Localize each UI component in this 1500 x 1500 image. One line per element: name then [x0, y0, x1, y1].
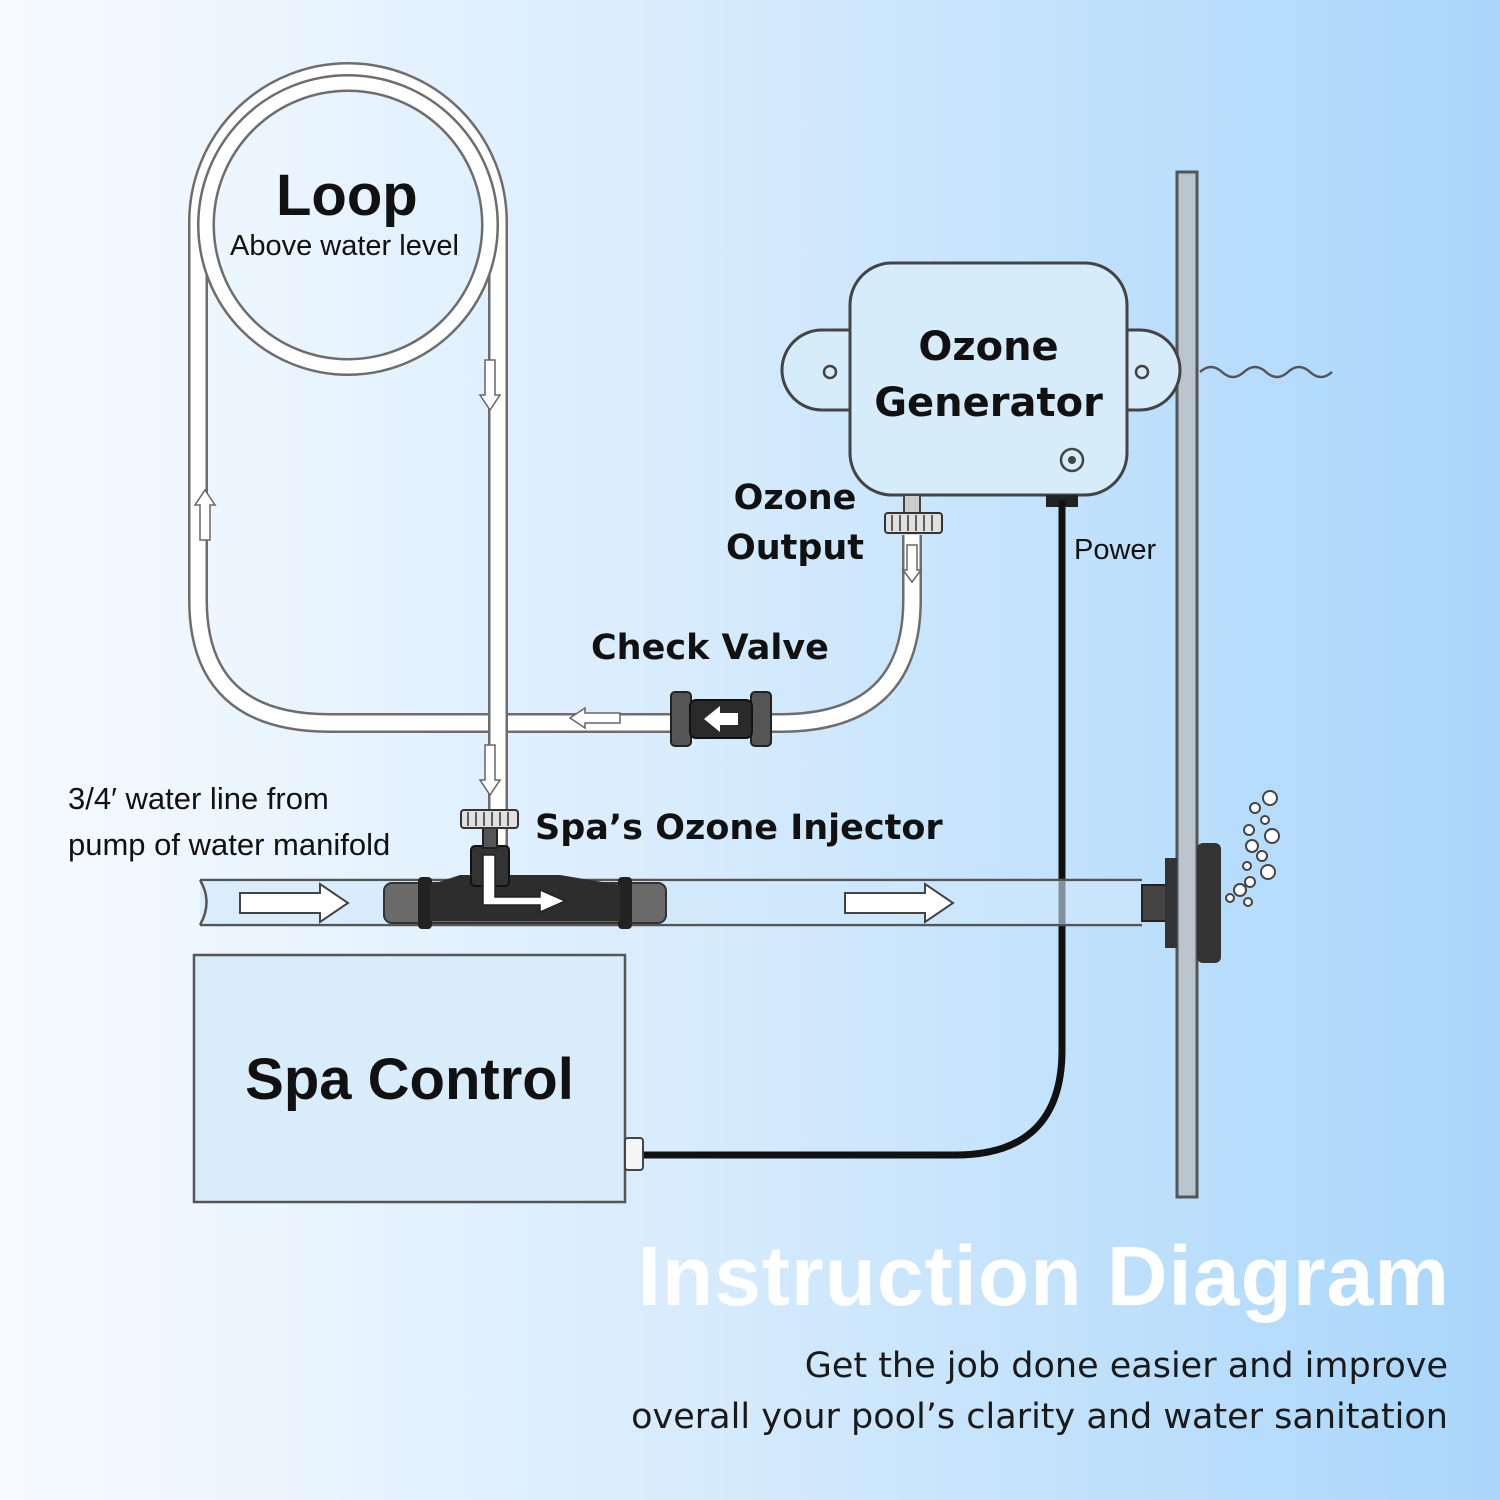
spa-control-box	[192, 953, 644, 1204]
water-line-label-line2: pump of water manifold	[68, 827, 391, 862]
loop-subtitle: Above water level	[230, 230, 459, 262]
loop-flow-arrows	[193, 359, 621, 797]
power-label: Power	[1074, 534, 1157, 566]
wall-fitting	[1141, 843, 1221, 963]
ozone-output-label-line1: Ozone	[733, 478, 857, 518]
subtitle-line2: overall your pool’s clarity and water sa…	[631, 1397, 1448, 1437]
spa-wall	[1175, 170, 1199, 1199]
check-valve-label: Check Valve	[591, 628, 829, 668]
ozone-injector	[383, 809, 667, 929]
bubbles	[1225, 790, 1280, 907]
output-tube	[770, 535, 923, 733]
ozone-generator-label-line2: Generator	[874, 380, 1103, 426]
water-line	[198, 878, 1142, 927]
ozone-generator	[780, 261, 1182, 534]
check-valve	[670, 691, 772, 747]
ozone-generator-label-line1: Ozone	[918, 324, 1059, 370]
loop-tube	[188, 62, 672, 858]
spa-control-label: Spa Control	[245, 1047, 574, 1112]
loop-title: Loop	[276, 163, 418, 228]
injector-label: Spa’s Ozone Injector	[535, 808, 943, 848]
instruction-diagram-title: Instruction Diagram	[637, 1229, 1450, 1323]
subtitle-line1: Get the job done easier and improve	[804, 1346, 1448, 1386]
ozone-output-label-line2: Output	[725, 528, 865, 568]
power-cable	[640, 500, 1066, 1159]
water-line-label-line1: 3/4′ water line from	[68, 781, 329, 816]
water-surface	[1199, 365, 1333, 379]
